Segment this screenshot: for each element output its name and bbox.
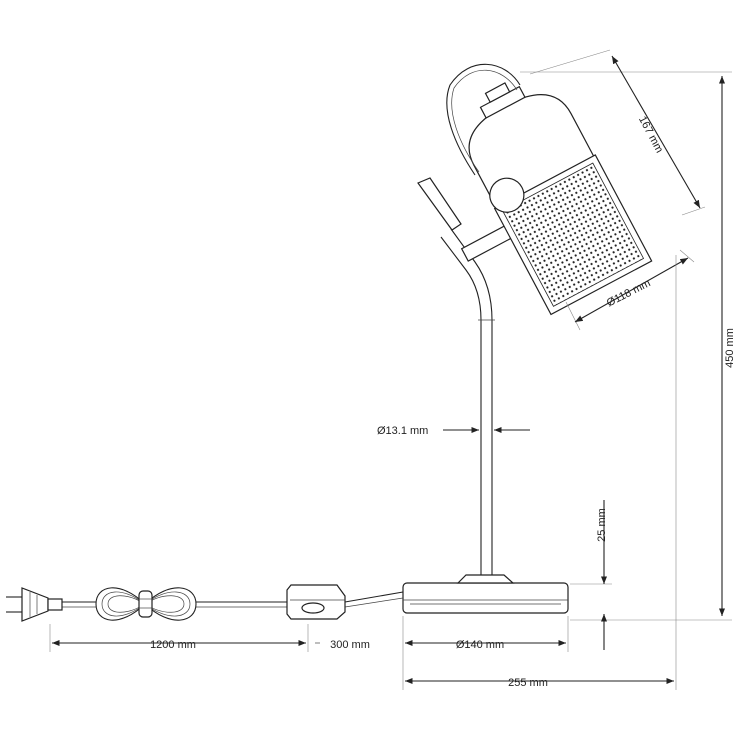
stem-diameter-label: Ø13.1 mm bbox=[377, 425, 428, 437]
lamp-shade bbox=[460, 82, 653, 316]
plug-icon bbox=[6, 587, 63, 622]
base-height-label: 25 mm bbox=[596, 508, 608, 542]
power-cable bbox=[62, 591, 404, 608]
switch-distance-label: 300 mm bbox=[330, 639, 370, 651]
cable-length-label: 1200 mm bbox=[150, 639, 196, 651]
inline-switch-icon bbox=[286, 584, 346, 620]
coiled-cable-icon bbox=[95, 587, 197, 621]
dimension-total-width bbox=[405, 255, 677, 690]
total-height-label: 450 mm bbox=[724, 328, 736, 368]
lamp-base bbox=[402, 574, 569, 614]
dimension-shade-length bbox=[529, 49, 706, 216]
dimension-cable-length bbox=[49, 624, 309, 652]
dimension-base-height bbox=[570, 500, 612, 650]
base-diameter-label: Ø140 mm bbox=[456, 639, 504, 651]
lamp-stem bbox=[417, 177, 495, 575]
total-width-label: 255 mm bbox=[508, 677, 548, 689]
dimension-shade-diameter bbox=[565, 249, 695, 331]
dimension-base-diameter bbox=[402, 616, 569, 690]
shade-length-label: 167 mm bbox=[636, 114, 665, 155]
